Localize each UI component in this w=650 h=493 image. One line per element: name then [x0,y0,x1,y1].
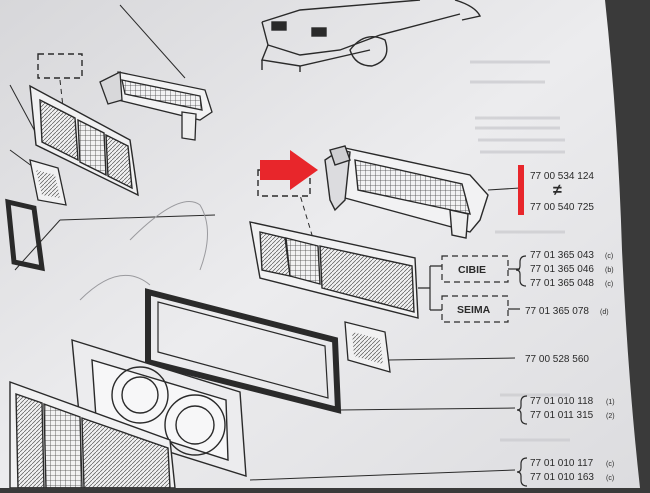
cibie-part-a-sfx: (c) [605,253,613,260]
dashed-box-top-left [37,53,83,79]
part-top-b: 77 00 540 725 [530,202,594,213]
gasket-frame [145,288,342,414]
not-equal-sign: ≠ [553,182,562,199]
red-arrow-icon [260,150,318,190]
lens-bottom-left [9,381,176,489]
small-lens-left-texture [36,170,60,198]
part-frame-a: 77 01 010 118 [530,396,594,407]
part-lens-small: 77 00 528 560 [525,354,589,365]
brand-cibie: CIBIE [458,264,486,276]
brand-seima: SEIMA [457,304,491,316]
cibie-box [441,255,509,283]
cibie-part-c-sfx: (c) [605,281,613,288]
small-lens-right-texture [352,332,383,364]
housing-main [324,145,489,239]
seima-part-a: 77 01 365 078 [525,306,589,317]
part-frame-b: 77 01 011 315 [530,410,594,421]
cibie-part-c: 77 01 365 048 [530,278,594,289]
frame-left [5,198,45,272]
housing-top [99,70,213,141]
lens-left-top [29,84,139,197]
part-bottom-a-sfx: (c) [606,461,614,468]
part-frame-a-sfx: (1) [606,399,615,406]
gasket-frame-inner [157,301,329,399]
seima-box [441,295,509,323]
part-top-a: 77 00 534 124 [530,171,594,182]
callout-group [418,255,528,487]
faded-print [470,60,570,442]
part-bottom-a: 77 01 010 117 [530,458,594,469]
lens-main [249,221,419,319]
part-bottom-b-sfx: (c) [606,475,614,482]
red-marker-icon [518,165,524,215]
seima-part-a-sfx: (d) [600,309,609,316]
part-bottom-b: 77 01 010 163 [530,472,594,483]
cibie-part-b-sfx: (b) [605,267,614,274]
cibie-part-b: 77 01 365 046 [530,264,594,275]
car-illustration [261,0,482,72]
part-frame-b-sfx: (2) [606,413,615,420]
bezel-frame [71,339,247,477]
cibie-part-a: 77 01 365 043 [530,250,594,261]
faded-curves [79,201,208,301]
